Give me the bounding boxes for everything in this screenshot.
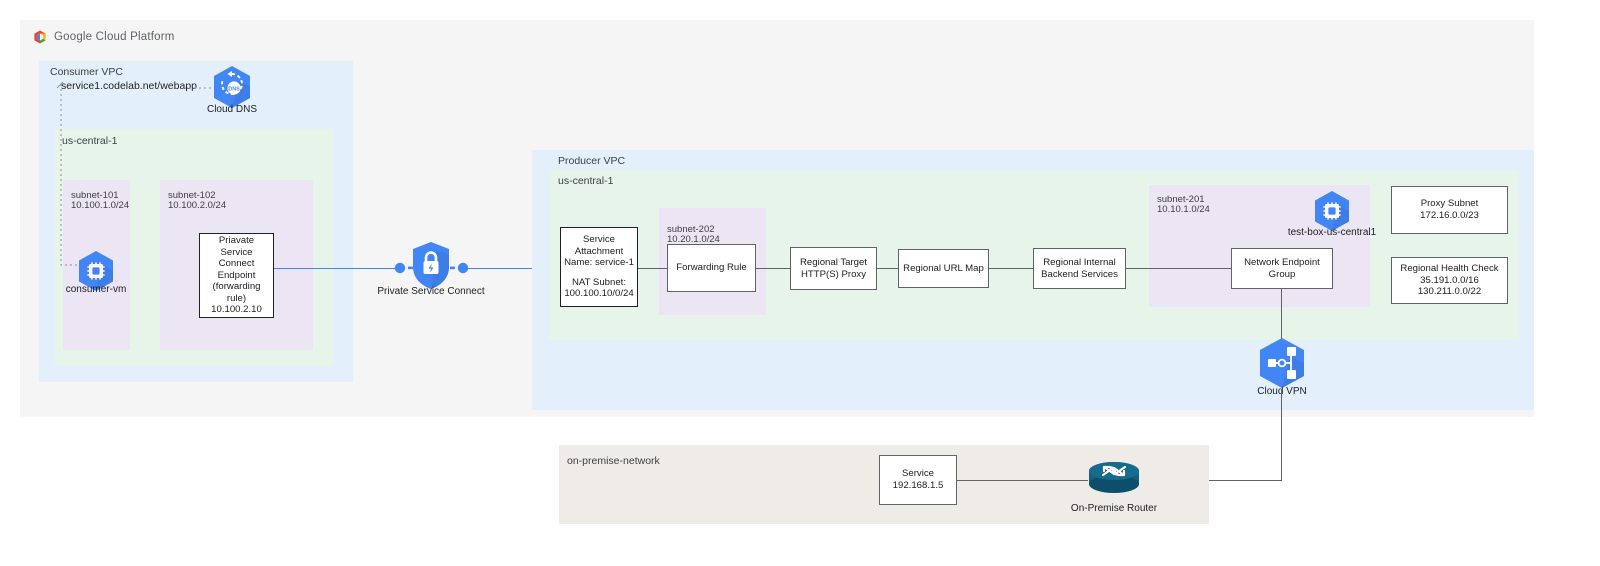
proxy-subnet-node[interactable]: Proxy Subnet 172.16.0.0/23 bbox=[1391, 186, 1508, 234]
cloud-dns-caption-line2: DNS bbox=[235, 104, 258, 115]
forwarding-rule-node[interactable]: Forwarding Rule bbox=[667, 244, 756, 292]
psc-endpoint-node[interactable]: Priavate Service Connect Endpoint (forwa… bbox=[199, 233, 274, 318]
consumer-region-label: us-central-1 bbox=[62, 135, 118, 147]
test-box-vm-icon bbox=[1313, 190, 1351, 232]
link-backend-to-neg bbox=[1126, 268, 1231, 270]
link-proxy-to-urlmap bbox=[877, 268, 898, 270]
link-sa-to-fr bbox=[638, 268, 667, 270]
network-endpoint-group-line1: Network Endpoint bbox=[1244, 256, 1320, 268]
regional-url-map-label: Regional URL Map bbox=[903, 262, 984, 274]
service-attachment-node[interactable]: Service Attachment Name: service-1 NAT S… bbox=[560, 227, 638, 307]
gcp-brand-logo: Google Cloud Platform bbox=[32, 29, 175, 45]
psc-endpoint-line1: Priavate Service bbox=[218, 234, 255, 258]
dns-record-label: service1.codelab.net/webapp bbox=[61, 80, 198, 92]
service-attachment-line1: Service bbox=[583, 234, 615, 246]
on-premise-service-line1: Service bbox=[902, 468, 934, 480]
subnet-102-name: subnet-102 bbox=[168, 190, 216, 201]
regional-backend-services-node[interactable]: Regional Internal Backend Services bbox=[1033, 248, 1126, 289]
subnet-101-name: subnet-101 bbox=[71, 190, 119, 201]
proxy-subnet-line2: 172.16.0.0/23 bbox=[1420, 210, 1479, 221]
regional-target-proxy-node[interactable]: Regional Target HTTP(S) Proxy bbox=[790, 247, 877, 290]
cloud-dns-caption-line1: Cloud bbox=[206, 104, 234, 115]
psc-connector-dots bbox=[394, 262, 469, 274]
regional-target-proxy-line2: HTTP(S) Proxy bbox=[800, 268, 867, 280]
subnet-202-cidr: 10.20.1.0/24 bbox=[667, 234, 720, 245]
psc-endpoint-line3: (forwarding rule) bbox=[212, 281, 261, 304]
consumer-vm-icon bbox=[77, 250, 115, 292]
regional-health-check-node[interactable]: Regional Health Check 35.191.0.0/16 130.… bbox=[1391, 257, 1508, 304]
on-premise-service-line2: 192.168.1.5 bbox=[892, 480, 944, 491]
private-service-connect-icon bbox=[410, 241, 452, 291]
network-endpoint-group-line2: Group bbox=[1268, 268, 1296, 280]
proxy-subnet-line1: Proxy Subnet bbox=[1420, 198, 1479, 210]
psc-link-left bbox=[274, 268, 399, 270]
link-neg-to-vpn bbox=[1281, 289, 1283, 339]
cloud-dns-caption: Cloud DNS bbox=[192, 104, 272, 116]
link-fr-to-proxy bbox=[756, 268, 790, 270]
regional-url-map-node[interactable]: Regional URL Map bbox=[898, 249, 989, 288]
subnet-201-cidr: 10.10.1.0/24 bbox=[1157, 204, 1210, 215]
subnet-102-cidr: 10.100.2.0/24 bbox=[168, 200, 227, 211]
cloud-dns-icon: DNS bbox=[212, 65, 252, 109]
service-attachment-line3: Name: service-1 bbox=[564, 257, 634, 269]
service-attachment-line5: 100.100.10/0/24 bbox=[564, 288, 634, 300]
google-cloud-logo-icon bbox=[32, 29, 48, 45]
regional-backend-services-line2: Backend Services bbox=[1041, 268, 1118, 280]
cloud-vpn-icon bbox=[1257, 337, 1307, 389]
on-premise-service-node[interactable]: Service 192.168.1.5 bbox=[879, 455, 957, 505]
forwarding-rule-label: Forwarding Rule bbox=[676, 262, 747, 274]
on-premise-network-label: on-premise-network bbox=[567, 455, 660, 467]
psc-endpoint-line4: 10.100.2.10 bbox=[211, 304, 262, 316]
producer-vpc-label: Producer VPC bbox=[558, 155, 626, 167]
link-service-to-router bbox=[957, 480, 1088, 482]
network-endpoint-group-node[interactable]: Network Endpoint Group bbox=[1231, 248, 1333, 289]
regional-health-check-line3: 130.211.0.0/22 bbox=[1417, 286, 1482, 298]
producer-region-label: us-central-1 bbox=[558, 175, 614, 187]
gcp-brand-label: Google Cloud Platform bbox=[54, 31, 175, 43]
regional-backend-services-line1: Regional Internal bbox=[1043, 256, 1116, 268]
consumer-vpc-label: Consumer VPC bbox=[50, 66, 123, 78]
link-vpn-to-onprem-horizontal bbox=[1140, 480, 1282, 482]
subnet-201-name: subnet-201 bbox=[1157, 194, 1205, 205]
link-urlmap-to-backend bbox=[989, 268, 1033, 270]
subnet-101-cidr: 10.100.1.0/24 bbox=[71, 200, 130, 211]
regional-health-check-line2: 35.191.0.0/16 bbox=[1420, 274, 1479, 286]
service-attachment-line2: Attachment bbox=[574, 245, 624, 257]
test-box-vm-caption: test-box-us-central1 bbox=[1287, 227, 1377, 238]
private-service-connect-caption: Private Service Connect bbox=[377, 286, 485, 297]
consumer-vm-caption: consumer-vm bbox=[65, 284, 127, 295]
service-attachment-line4: NAT Subnet: bbox=[571, 276, 627, 288]
router-icon bbox=[1086, 461, 1142, 499]
subnet-202-name: subnet-202 bbox=[667, 224, 715, 235]
regional-health-check-line1: Regional Health Check bbox=[1400, 263, 1499, 275]
psc-endpoint-line2: Connect Endpoint bbox=[217, 258, 256, 281]
on-premise-router-caption: On-Premise Router bbox=[1070, 503, 1158, 514]
link-vpn-to-onprem-vertical bbox=[1281, 389, 1283, 481]
svg-text:DNS: DNS bbox=[228, 87, 240, 93]
regional-target-proxy-line1: Regional Target bbox=[799, 256, 868, 268]
psc-link-right bbox=[463, 268, 560, 270]
